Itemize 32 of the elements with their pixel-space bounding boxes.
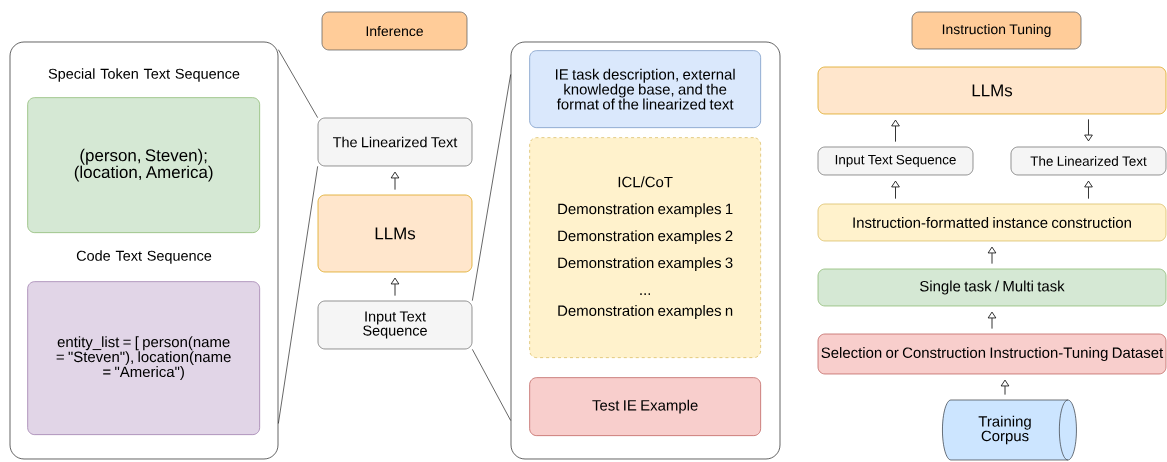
section-header: Instruction Tuning xyxy=(911,11,1082,50)
arrow xyxy=(1000,379,1010,396)
section-header: Inference xyxy=(321,11,468,51)
process-box: Single task / Multi task xyxy=(817,268,1167,307)
process-box: LLMs xyxy=(317,194,473,273)
prompt-box: IE task description, external knowledge base, and the format of the linearized text xyxy=(529,50,761,128)
process-box: Input Text Sequence xyxy=(817,146,974,176)
arrow xyxy=(390,171,400,191)
process-box: LLMs xyxy=(817,66,1167,115)
arrow xyxy=(891,119,900,143)
prompt-box: Test IE Example xyxy=(529,377,761,436)
process-box: Input Text Sequence xyxy=(317,300,473,350)
arrow xyxy=(1084,180,1093,200)
heading: Special Token Text Sequence xyxy=(48,68,240,82)
process-box: The Linearized Text xyxy=(1010,146,1167,176)
zoom-line xyxy=(278,49,318,118)
code-box: entity_list = [ person(name = "Steven"), location(name = "America") xyxy=(27,281,260,435)
process-box: Selection or Construction Instruction-Tuning Dataset xyxy=(817,333,1167,375)
heading: Code Text Sequence xyxy=(76,250,212,264)
example-box: (person, Steven); (location, America) xyxy=(27,97,260,233)
arrow xyxy=(987,311,997,330)
zoom-line xyxy=(472,74,511,301)
process-box: Instruction-formatted instance construction xyxy=(817,203,1167,242)
arrow xyxy=(987,246,997,265)
arrow xyxy=(891,180,900,200)
arrow xyxy=(390,277,400,297)
database-cylinder: Training Corpus xyxy=(942,399,1077,461)
zoom-line xyxy=(472,349,511,421)
zoom-line xyxy=(278,166,318,424)
demonstration-box: ICL/CoT Demonstration examples 1 Demonstration examples 2 Demonstration examples 3 ... Demonstration examples n xyxy=(529,137,761,358)
arrow xyxy=(1084,118,1093,142)
process-box: The Linearized Text xyxy=(317,117,473,167)
